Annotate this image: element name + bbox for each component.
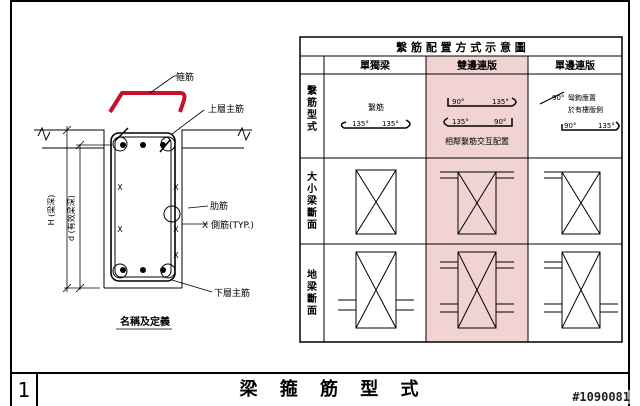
- beam-section-diagram: [34, 126, 252, 289]
- col-header-single-beam: 單獨梁: [360, 59, 391, 72]
- row-header-beam-4: 斷: [307, 206, 317, 219]
- row-header-ground-3: 斷: [307, 292, 317, 305]
- svg-text:X: X: [117, 225, 123, 234]
- bar-circles: [112, 136, 181, 279]
- stirrup-table: 繫 筋 配 置 方 式 示 意 圖 單獨梁 雙邊連版 單邊連版 繫 筋 型 式 …: [299, 36, 623, 343]
- row-header-beam-1: 大: [307, 170, 317, 183]
- svg-text:135°: 135°: [598, 122, 615, 130]
- svg-text:X: X: [173, 251, 179, 260]
- tie-single-beam: 繫筋 135° 135°: [340, 102, 411, 129]
- row-header-ground-4: 面: [307, 305, 317, 317]
- dimension-lines: [62, 125, 112, 293]
- svg-text:135°: 135°: [492, 98, 509, 106]
- svg-text:135°: 135°: [452, 118, 469, 126]
- stirrup-hook-red: [108, 91, 187, 114]
- diagram-caption: 名稱及定義: [120, 315, 170, 328]
- svg-text:X: X: [117, 183, 123, 192]
- beam-sections: [355, 169, 601, 235]
- row-header-beam-2: 小: [306, 182, 317, 195]
- effective-depth-label: d (有效梁深): [66, 195, 76, 241]
- col-header-double-slab: 雙邊連版: [457, 59, 497, 72]
- svg-text:X: X: [173, 225, 179, 234]
- svg-text:X: X: [173, 183, 179, 192]
- row-header-ground-1: 地: [307, 268, 317, 281]
- svg-text:90°: 90°: [452, 98, 464, 106]
- svg-text:90°: 90°: [564, 122, 576, 130]
- side-bar-marks: X X X X X: [117, 183, 179, 260]
- svg-text:90°: 90°: [552, 94, 564, 102]
- row-header-beam-5: 面: [307, 219, 317, 231]
- table-title: 繫 筋 配 置 方 式 示 意 圖: [396, 40, 526, 54]
- leader-lines: [149, 75, 213, 293]
- row-header-tie-3: 型: [307, 108, 317, 121]
- side-bar-x: X: [202, 221, 208, 231]
- drawing-canvas: X X X X X 箍筋 上: [34, 36, 623, 343]
- sheet-number: 1: [12, 374, 38, 406]
- svg-text:相鄰繫筋交互配置: 相鄰繫筋交互配置: [445, 136, 509, 146]
- bottom-main-bar-label: 下層主筋: [214, 287, 250, 299]
- tie-single-slab: 90° 彎鉤應置 於有樓版側 90° 135°: [539, 91, 620, 131]
- col-header-single-slab: 單邊連版: [555, 59, 595, 72]
- row-header-beam-3: 梁: [306, 194, 318, 207]
- svg-text:於有樓版側: 於有樓版側: [568, 105, 603, 114]
- top-border: [12, 0, 628, 2]
- side-bar-label: 側筋(TYP.): [211, 219, 254, 231]
- row-header-tie-2: 筋: [306, 96, 317, 109]
- svg-text:135°: 135°: [352, 120, 369, 128]
- svg-text:135°: 135°: [382, 120, 399, 128]
- main-bars: [120, 142, 166, 273]
- stirrup-label: 箍筋: [176, 71, 194, 83]
- sheet-title: 梁 箍 筋 型 式: [239, 379, 427, 400]
- svg-text:90°: 90°: [494, 118, 506, 126]
- svg-text:彎鉤應置: 彎鉤應置: [568, 93, 596, 102]
- svg-text:繫筋: 繫筋: [368, 102, 384, 112]
- tie-bar-label: 肋筋: [210, 200, 228, 212]
- highlight-column: [426, 56, 528, 342]
- row-header-tie-4: 式: [307, 120, 317, 133]
- tie-double-slab: 90° 135° 135° 90° 相鄰繫筋交互配置: [443, 97, 517, 146]
- row-header-ground-2: 梁: [306, 280, 318, 293]
- watermark: #1090081: [570, 390, 632, 404]
- top-main-bar-label: 上層主筋: [208, 103, 244, 115]
- drawing-sheet: X X X X X 箍筋 上: [10, 0, 630, 406]
- height-label: H (梁深): [47, 195, 56, 226]
- ground-beam-sections: [338, 251, 618, 329]
- title-bar: 1 梁 箍 筋 型 式: [12, 372, 628, 406]
- row-header-tie-1: 繫: [307, 84, 318, 97]
